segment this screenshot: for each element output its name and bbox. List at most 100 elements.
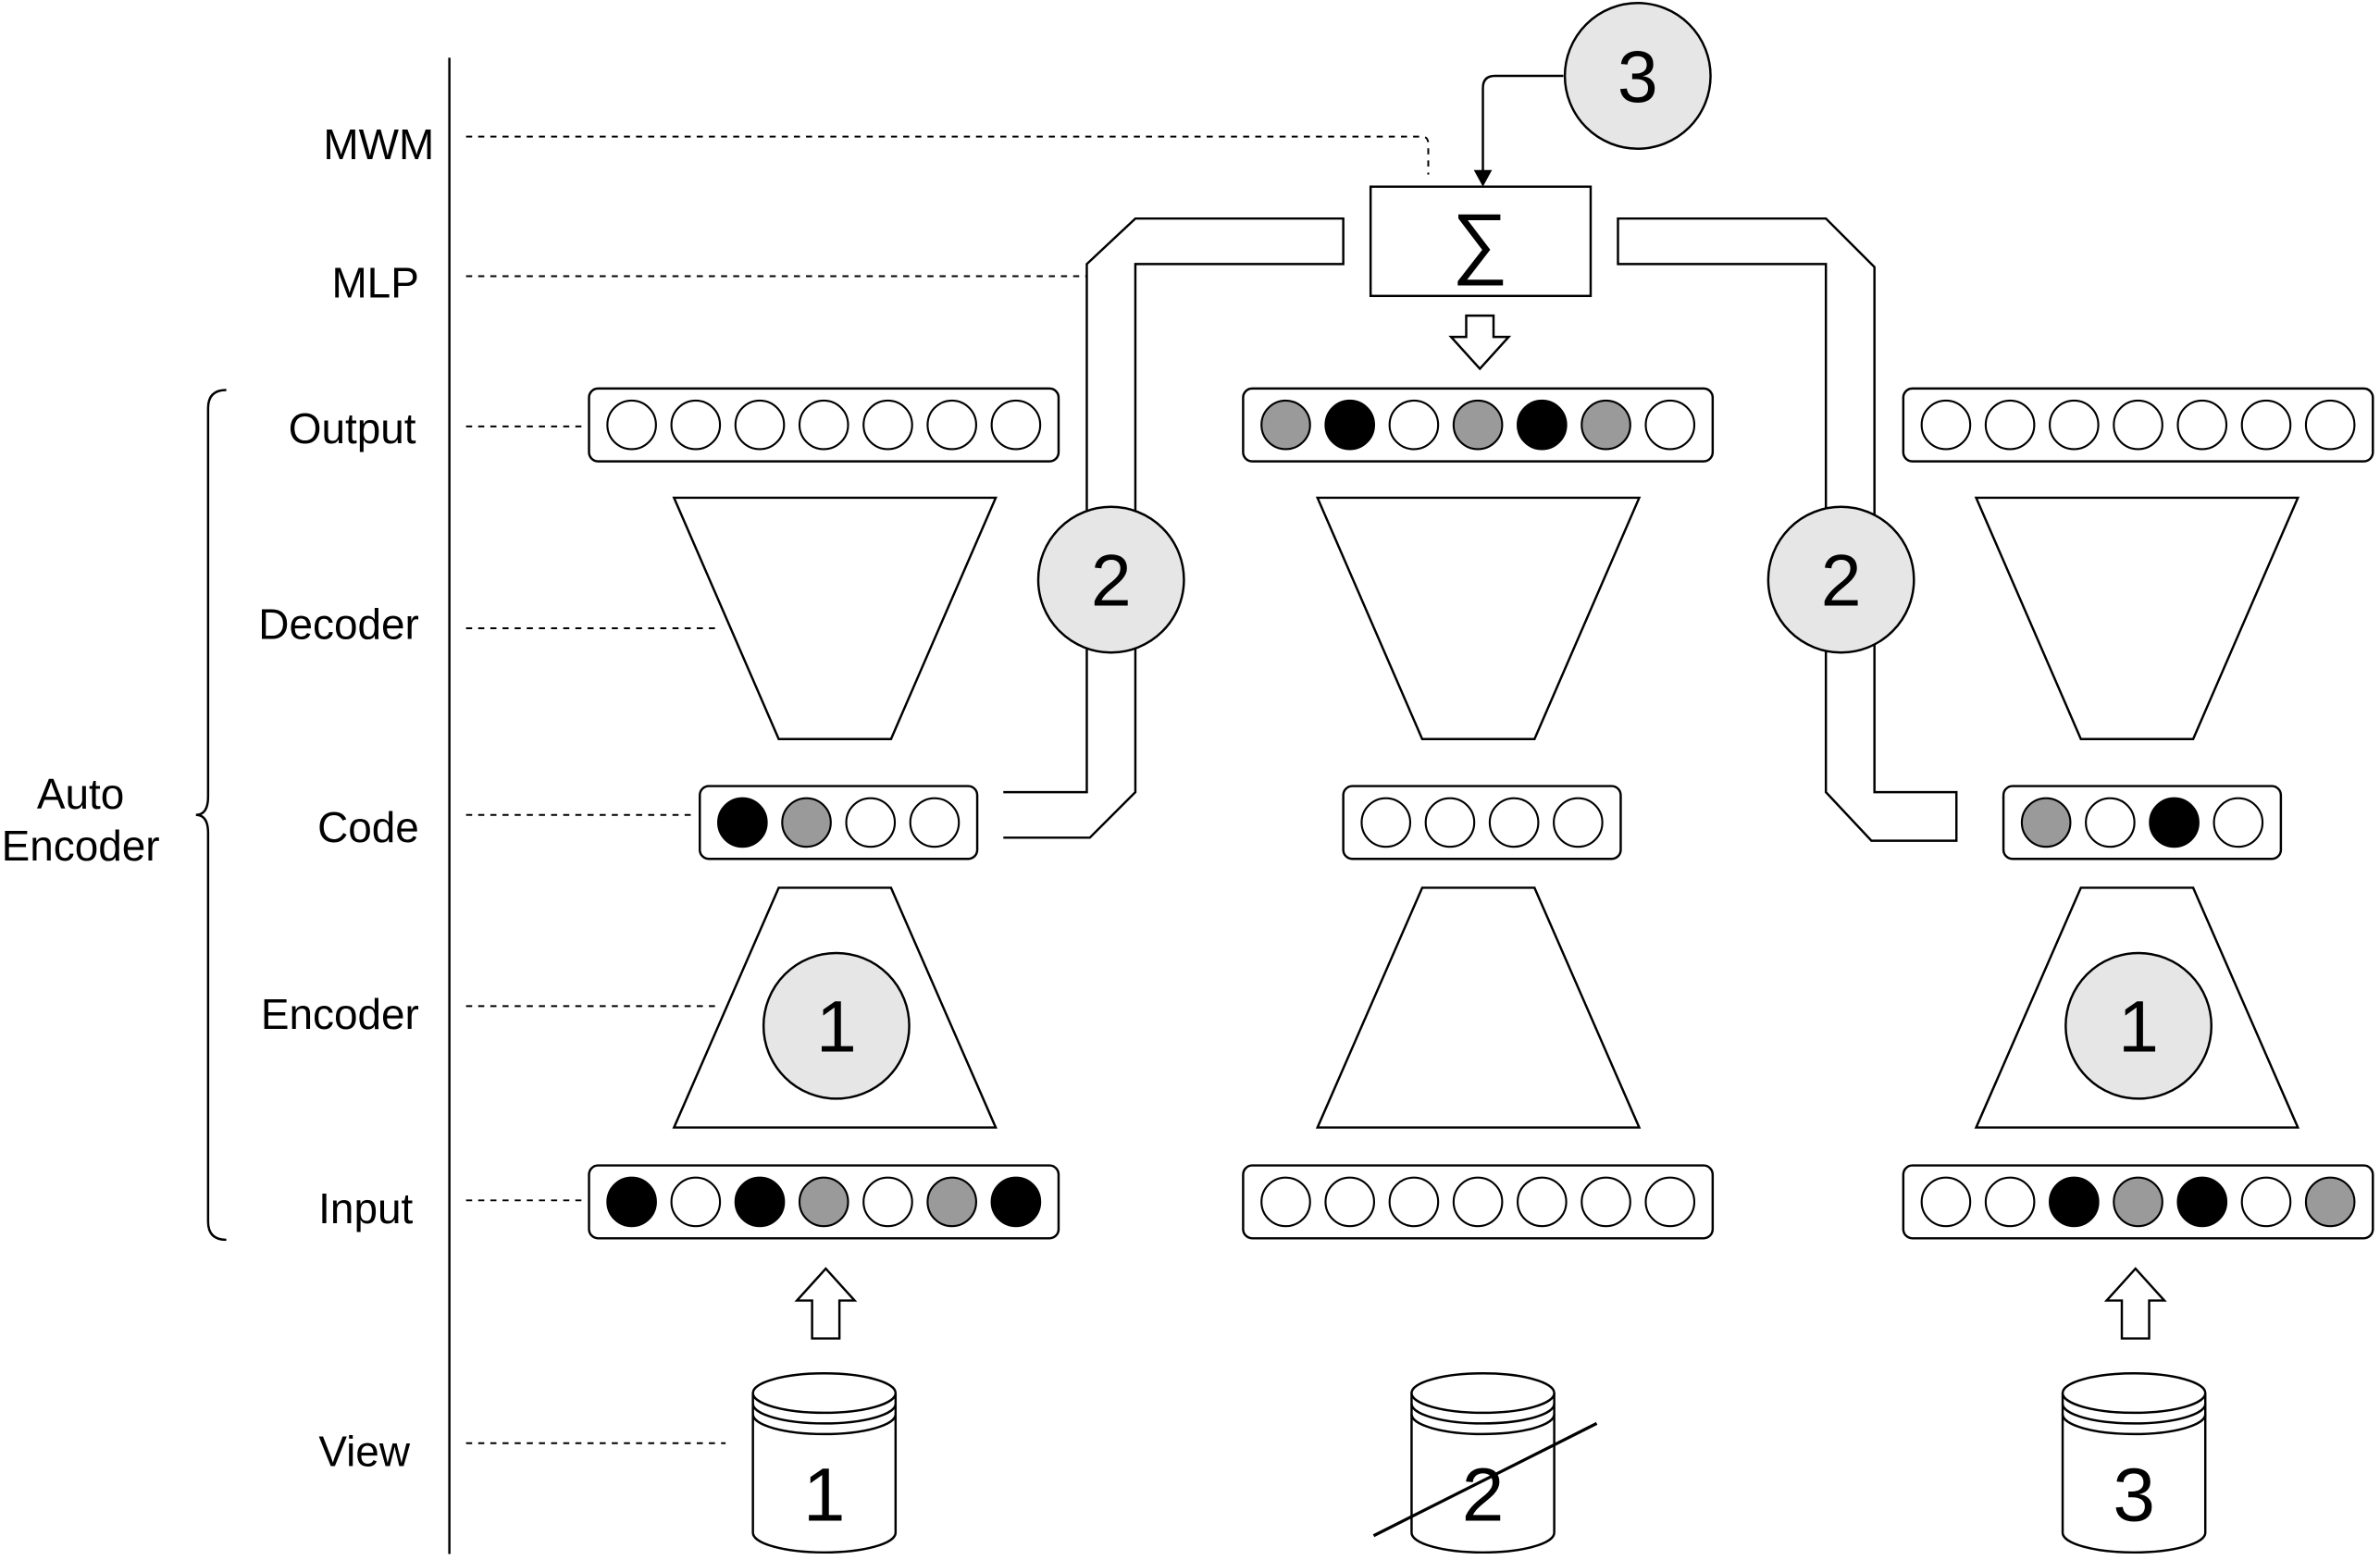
output-neuron (926, 399, 977, 451)
view-number-2: 2 (1462, 1453, 1505, 1537)
output-neuron (2304, 399, 2356, 451)
code-vector-frame (699, 785, 979, 860)
step-marker-1-left-label: 1 (816, 986, 857, 1068)
step-marker-3: 3 (1563, 2, 1712, 150)
view-database-3 (2061, 1372, 2207, 1554)
input-vector-middle (1242, 1164, 1715, 1240)
step-marker-2-left-label: 2 (1091, 539, 1132, 621)
code-neuron (717, 797, 768, 848)
output-neuron (1324, 399, 1376, 451)
input-neuron (2176, 1176, 2228, 1228)
input-neuron (1324, 1176, 1376, 1228)
left-pipe (1003, 217, 1345, 839)
input-neuron (1920, 1176, 1972, 1228)
output-neuron (1517, 399, 1568, 451)
step-marker-1-left: 1 (762, 951, 911, 1100)
output-neuron (1260, 399, 1311, 451)
step-marker-2-right: 2 (1766, 505, 1915, 654)
row-label-input: Input (318, 1184, 413, 1232)
output-neuron (670, 399, 722, 451)
output-neuron (1452, 399, 1504, 451)
row-label-mlp: MLP (331, 258, 418, 306)
middle-decoder (1315, 496, 1642, 740)
step-marker-2-left: 2 (1036, 505, 1185, 654)
sum-output-arrow (1448, 314, 1512, 371)
view-database-2 (1410, 1372, 1556, 1554)
code-neuron (1553, 797, 1604, 848)
code-vector-left (699, 785, 979, 860)
output-neuron (990, 399, 1042, 451)
view-database-1 (751, 1372, 898, 1554)
auto-encoder-brace (195, 389, 227, 1242)
output-vector-middle (1242, 387, 1715, 463)
step-marker-1-right: 1 (2064, 951, 2213, 1100)
input-neuron (1517, 1176, 1568, 1228)
input-neuron (2240, 1176, 2292, 1228)
view-number-1: 1 (803, 1453, 846, 1537)
code-neuron (2213, 797, 2264, 848)
middle-encoder (1315, 886, 1642, 1129)
leader-lines (465, 135, 1430, 1444)
marker3-arrowhead (1473, 169, 1493, 187)
input-neuron (1260, 1176, 1311, 1228)
output-neuron (1984, 399, 2036, 451)
right-decoder (1974, 496, 2300, 740)
right-input-arrow (2103, 1267, 2167, 1340)
input-neuron (2304, 1176, 2356, 1228)
sum-box (1369, 185, 1593, 298)
output-neuron (1580, 399, 1631, 451)
output-neuron (2113, 399, 2163, 451)
right-pipe (1617, 217, 1958, 842)
code-neuron (1424, 797, 1476, 848)
output-neuron (1644, 399, 1696, 451)
output-neuron (1920, 399, 1972, 451)
input-neuron (734, 1176, 786, 1228)
group-label-line2: Encoder (2, 822, 160, 870)
code-vector-middle (1342, 785, 1622, 860)
input-neuron (606, 1176, 657, 1228)
step-marker-1-right-label: 1 (2118, 986, 2159, 1068)
sum-symbol: ∑ (1452, 198, 1508, 286)
input-neuron (2049, 1176, 2100, 1228)
view-number-3: 3 (2113, 1453, 2155, 1537)
code-neuron (781, 797, 832, 848)
code-neuron (1360, 797, 1412, 848)
code-vector-frame (1342, 785, 1622, 860)
code-neuron (2149, 797, 2200, 848)
code-neuron (845, 797, 897, 848)
group-label-line1: Auto (37, 770, 124, 818)
input-neuron (798, 1176, 849, 1228)
output-neuron (2240, 399, 2292, 451)
code-neuron (2085, 797, 2136, 848)
output-neuron (1388, 399, 1440, 451)
output-neuron (862, 399, 913, 451)
output-vector-left (588, 387, 1060, 463)
step-marker-3-label: 3 (1618, 36, 1658, 118)
row-label-encoder: Encoder (261, 990, 419, 1038)
input-neuron (1644, 1176, 1696, 1228)
code-vector-frame (2002, 785, 2283, 860)
input-neuron (1452, 1176, 1504, 1228)
code-vector-right (2002, 785, 2283, 860)
code-neuron (909, 797, 961, 848)
left-input-arrow (794, 1267, 858, 1340)
input-neuron (862, 1176, 913, 1228)
input-neuron (926, 1176, 977, 1228)
row-label-view: View (318, 1427, 411, 1475)
left-decoder (672, 496, 998, 740)
step-marker-2-right-label: 2 (1821, 539, 1862, 621)
marker3-arrow-line (1481, 74, 1564, 173)
input-neuron (1580, 1176, 1631, 1228)
row-label-code: Code (317, 803, 419, 851)
row-label-mwm: MWM (323, 120, 434, 168)
input-neuron (2113, 1176, 2163, 1228)
code-neuron (1488, 797, 1540, 848)
input-neuron (990, 1176, 1042, 1228)
row-label-output: Output (289, 404, 416, 452)
output-neuron (2176, 399, 2228, 451)
missing-view-strike (1372, 1421, 1598, 1538)
leader-mwm (465, 135, 1430, 175)
input-vector-right (1902, 1164, 2374, 1240)
input-neuron (1984, 1176, 2036, 1228)
